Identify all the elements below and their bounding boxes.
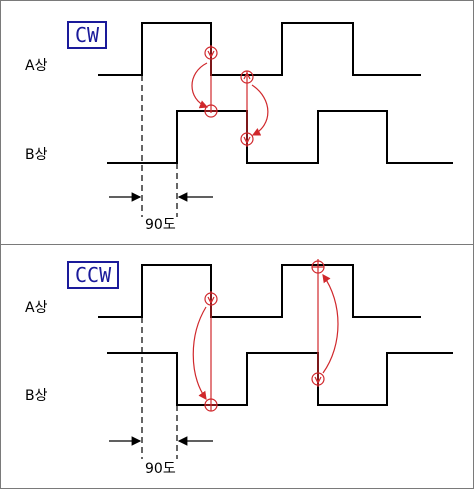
cw-phase-a-label: A상: [25, 58, 48, 74]
cw-title: CW: [67, 21, 108, 49]
ccw-phase-a-label: A상: [25, 300, 48, 316]
ccw-phase-b-label: B상: [25, 388, 48, 404]
ccw-offset-label: 90도: [145, 461, 176, 477]
ccw-phase-a-waveform: [98, 264, 421, 318]
cw-panel: CW A상 B상 90도: [0, 0, 474, 246]
cw-phase-b-label: B상: [25, 147, 48, 163]
cw-phase-a-waveform: [98, 22, 421, 76]
ccw-panel: CCW A상 B상 90도: [0, 244, 474, 489]
ccw-title: CCW: [67, 261, 120, 289]
ccw-phase-b-waveform: [107, 352, 453, 406]
ccw-edge-markers: [192, 259, 339, 412]
ccw-timing-diagram: [98, 259, 453, 459]
cw-timing-diagram: [98, 22, 453, 217]
cw-phase-b-waveform: [107, 110, 453, 164]
cw-offset-label: 90도: [145, 217, 176, 233]
cw-edge-markers: [191, 45, 269, 147]
